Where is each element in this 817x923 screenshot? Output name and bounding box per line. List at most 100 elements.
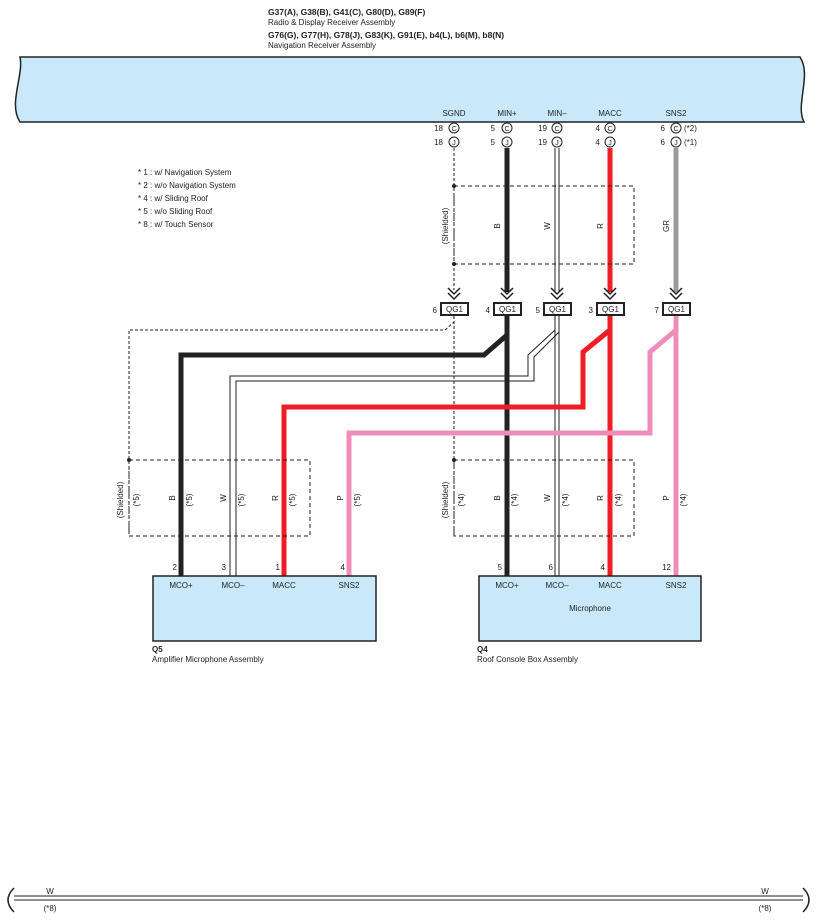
q5-pin: 2 — [173, 563, 178, 572]
q4-block — [478, 575, 702, 642]
lower-left-r-label: R — [271, 495, 280, 501]
upper-r-label: R — [596, 223, 605, 229]
lower-left-note: (*5) — [288, 493, 297, 506]
connector-circle — [448, 122, 460, 134]
junction-label: QG1 — [668, 305, 685, 314]
q4-pin: 6 — [549, 563, 554, 572]
q4-name: Roof Console Box Assembly — [477, 655, 578, 664]
lower-right-note: (*4) — [679, 493, 688, 506]
pin-num: 5 — [491, 138, 496, 147]
connector-circle — [604, 122, 616, 134]
pin-name-sns2: SNS2 — [666, 109, 687, 118]
bus-left-note: (*8) — [44, 904, 57, 913]
junction-box — [596, 302, 625, 316]
q4-pin: 12 — [662, 563, 671, 572]
bottom-bus — [7, 887, 810, 913]
junction-box — [440, 302, 469, 316]
lower-left-note: (*5) — [132, 493, 141, 506]
lower-left-w-label: W — [219, 494, 228, 502]
shield-dot — [127, 458, 131, 462]
connector-circle — [670, 136, 682, 148]
lower-right-note: (*4) — [614, 493, 623, 506]
junction-pin: 7 — [655, 306, 660, 315]
junction-arrows — [447, 287, 683, 301]
bus-right-bracket — [802, 887, 810, 913]
connector-letter: C — [607, 126, 612, 133]
pin-num: 4 — [596, 138, 601, 147]
receiver-assembly-block — [14, 56, 806, 123]
qg1-junctions: 6 QG1 4 QG1 5 QG1 3 QG1 7 QG1 — [433, 302, 691, 316]
q4-pin: 5 — [498, 563, 503, 572]
q5-terminal: SNS2 — [339, 581, 360, 590]
shield-dot — [452, 458, 456, 462]
pin-num: 6 — [661, 138, 666, 147]
sgnd-lower-wire — [128, 316, 455, 536]
pin-name-sgnd: SGND — [442, 109, 465, 118]
pin-num: 18 — [434, 124, 443, 133]
q4-terminal: MCO– — [545, 581, 569, 590]
lower-right-w-label: W — [543, 494, 552, 502]
q4-terminal: SNS2 — [666, 581, 687, 590]
q5-terminal: MCO+ — [169, 581, 193, 590]
connector-circle — [448, 136, 460, 148]
connector-letter: J — [452, 140, 456, 147]
connector-circle — [501, 136, 513, 148]
q5-name: Amplifier Microphone Assembly — [152, 655, 264, 664]
pin-num: 4 — [596, 124, 601, 133]
junction-label: QG1 — [549, 305, 566, 314]
connector-letter: C — [673, 126, 678, 133]
upper-gr-label: GR — [662, 220, 671, 232]
pin-num: 6 — [661, 124, 666, 133]
lower-right-shield-box — [453, 459, 635, 537]
connector-circle — [551, 122, 563, 134]
header-line-1: G37(A), G38(B), G41(C), G80(D), G89(F) — [268, 7, 426, 17]
connector-circle — [604, 136, 616, 148]
pin-name-min-minus: MIN– — [547, 109, 567, 118]
lower-right-r-label: R — [596, 495, 605, 501]
junction-pin: 6 — [433, 306, 438, 315]
upper-shielded-label: (Shielded) — [441, 207, 450, 244]
q5-component: 2 3 1 4 MCO+ MCO– MACC SNS2 Q5 Amplifier… — [152, 563, 377, 664]
q4-component: 5 6 4 12 MCO+ MCO– MACC SNS2 Microphone … — [477, 563, 702, 664]
junction-pin: 3 — [589, 306, 594, 315]
lower-right-note: (*4) — [510, 493, 519, 506]
connector-circle — [670, 122, 682, 134]
connector-letter: C — [554, 126, 559, 133]
q5-pin: 3 — [222, 563, 227, 572]
lower-left-b-label: B — [168, 495, 177, 500]
note-1: * 1 : w/ Navigation System — [138, 168, 232, 177]
pin-note: (*2) — [684, 124, 697, 133]
junction-box — [662, 302, 691, 316]
note-5: * 5 : w/o Sliding Roof — [138, 207, 213, 216]
lower-left-note: (*5) — [353, 493, 362, 506]
upper-shield-box — [453, 185, 635, 265]
chevron-down-icon — [603, 287, 617, 301]
junction-pin: 4 — [486, 306, 491, 315]
junction-box — [493, 302, 522, 316]
lower-left-note: (*5) — [237, 493, 246, 506]
q5-terminal: MCO– — [221, 581, 245, 590]
junction-box — [543, 302, 572, 316]
chevron-down-icon — [447, 287, 461, 301]
chevron-down-icon — [500, 287, 514, 301]
chevron-down-icon — [550, 287, 564, 301]
chevron-down-icon — [669, 287, 683, 301]
note-4: * 4 : w/ Sliding Roof — [138, 194, 208, 203]
connector-letter: J — [555, 140, 559, 147]
lower-right-shielded-label: (Shielded) — [441, 481, 450, 518]
bus-left-bracket — [7, 887, 15, 913]
q4-code: Q4 — [477, 645, 488, 654]
bus-left-label: W — [46, 887, 54, 896]
q5-code: Q5 — [152, 645, 163, 654]
q4-terminal: MCO+ — [495, 581, 519, 590]
junction-label: QG1 — [602, 305, 619, 314]
pin-name-macc: MACC — [598, 109, 622, 118]
connector-letter: J — [674, 140, 678, 147]
q4-inner-label: Microphone — [569, 604, 611, 613]
lower-left-p-label: P — [336, 495, 345, 500]
header-line-2: Radio & Display Receiver Assembly — [268, 18, 396, 27]
lower-right-b-label: B — [493, 495, 502, 500]
shield-dot — [452, 262, 456, 266]
note-8: * 8 : w/ Touch Sensor — [138, 220, 214, 229]
